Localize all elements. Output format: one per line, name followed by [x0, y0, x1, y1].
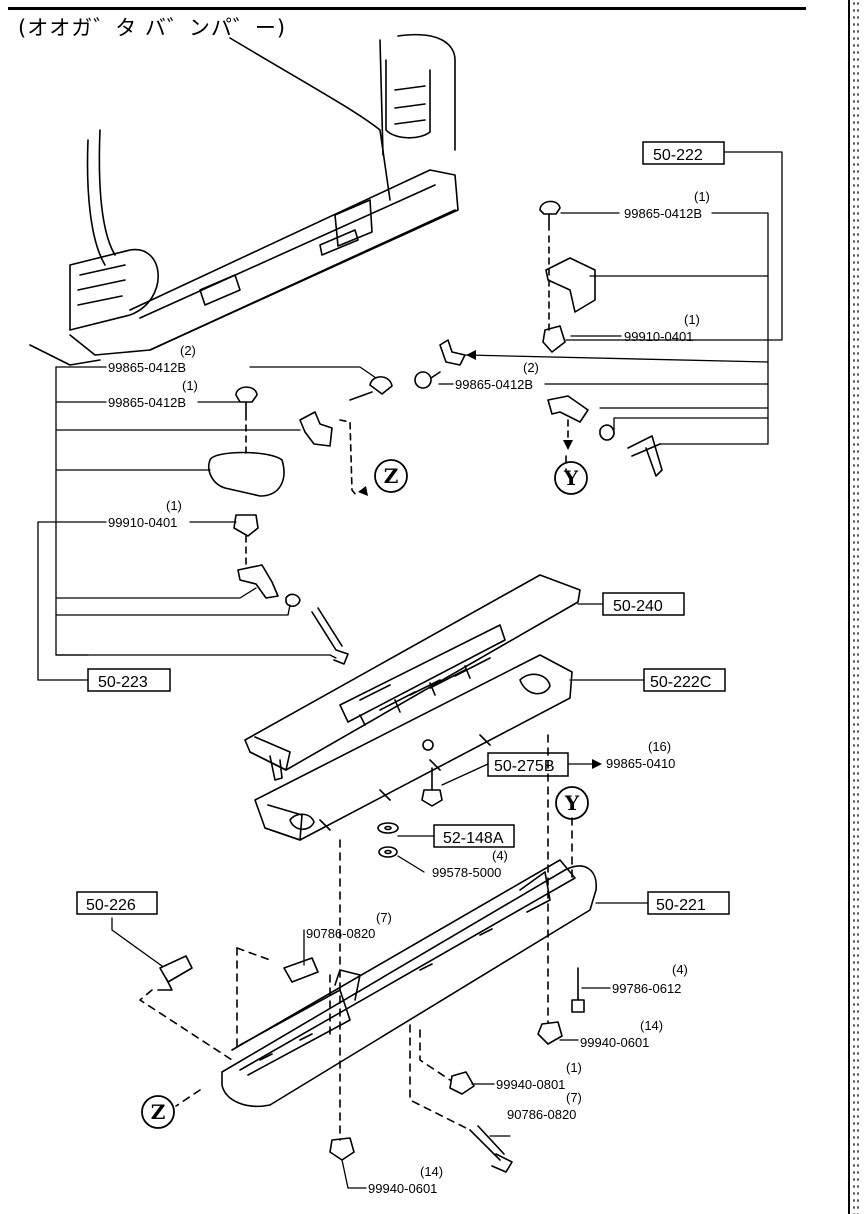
bolt-50-275b — [421, 767, 443, 807]
qty-p7: (16) — [648, 739, 671, 754]
label-50-222c: 50-222C — [650, 674, 711, 691]
left-bracket-group — [208, 376, 393, 665]
diagram-title: (オオガ゛タ バ゛ンパ゛ー) — [18, 16, 287, 40]
partno-p10: 99786-0612 — [612, 981, 681, 996]
qty-p1: (2) — [180, 343, 196, 358]
ref-y-bottom: Y — [564, 791, 580, 815]
partno-p11: 99940-0601 — [580, 1035, 649, 1050]
page-edge-rule — [848, 0, 850, 1214]
qty-p13: (7) — [566, 1090, 582, 1105]
partno-p5: 99910-0401 — [624, 329, 693, 344]
partno-p2: 99865-0412B — [108, 395, 186, 410]
label-50-275b: 50-275B — [494, 758, 555, 775]
page-edge-dots — [852, 0, 860, 1214]
qty-p9: (7) — [376, 910, 392, 925]
arrowheads — [358, 350, 602, 769]
ref-z-bottom: Z — [151, 1100, 166, 1124]
label-50-226: 50-226 — [86, 897, 136, 914]
alignment-dashes — [139, 455, 573, 1141]
ref-y-top: Y — [563, 466, 579, 490]
qty-p11: (14) — [640, 1018, 663, 1033]
partno-p1: 99865-0412B — [108, 360, 186, 375]
bumper-body — [221, 859, 597, 1107]
bottom-fasteners — [283, 957, 585, 1173]
label-50-240: 50-240 — [613, 598, 663, 615]
qty-p2: (1) — [182, 378, 198, 393]
label-50-223: 50-223 — [98, 674, 148, 691]
partno-p13: 90786-0820 — [507, 1107, 576, 1122]
label-50-221: 50-221 — [656, 897, 706, 914]
vehicle-rear-drawing — [29, 33, 459, 366]
bumper-reinforcement — [254, 654, 573, 841]
right-bracket-group — [414, 200, 663, 477]
partno-p7: 99865-0410 — [606, 756, 675, 771]
ref-z-top: Z — [384, 464, 399, 488]
partno-p9: 90786-0820 — [306, 926, 375, 941]
label-boxes — [76, 141, 730, 915]
reference-circles — [141, 459, 589, 1129]
qty-p5: (1) — [684, 312, 700, 327]
partno-p6: 99865-0412B — [455, 377, 533, 392]
label-52-148a: 52-148A — [443, 830, 504, 847]
qty-p8: (4) — [492, 848, 508, 863]
partno-p12: 99940-0801 — [496, 1077, 565, 1092]
leader-lines — [37, 151, 783, 1189]
washers — [377, 822, 399, 858]
stud-50-226 — [157, 955, 193, 991]
qty-p6: (2) — [523, 360, 539, 375]
qty-p12: (1) — [566, 1060, 582, 1075]
partno-p4: 99865-0412B — [624, 206, 702, 221]
qty-p4: (1) — [694, 189, 710, 204]
partno-p3: 99910-0401 — [108, 515, 177, 530]
qty-p14: (14) — [420, 1164, 443, 1179]
label-50-222: 50-222 — [653, 147, 703, 164]
qty-p10: (4) — [672, 962, 688, 977]
header-rule — [8, 7, 806, 10]
bumper-step-panel — [244, 574, 581, 781]
partno-p14: 99940-0601 — [368, 1181, 437, 1196]
partno-p8: 99578-5000 — [432, 865, 501, 880]
qty-p3: (1) — [166, 498, 182, 513]
